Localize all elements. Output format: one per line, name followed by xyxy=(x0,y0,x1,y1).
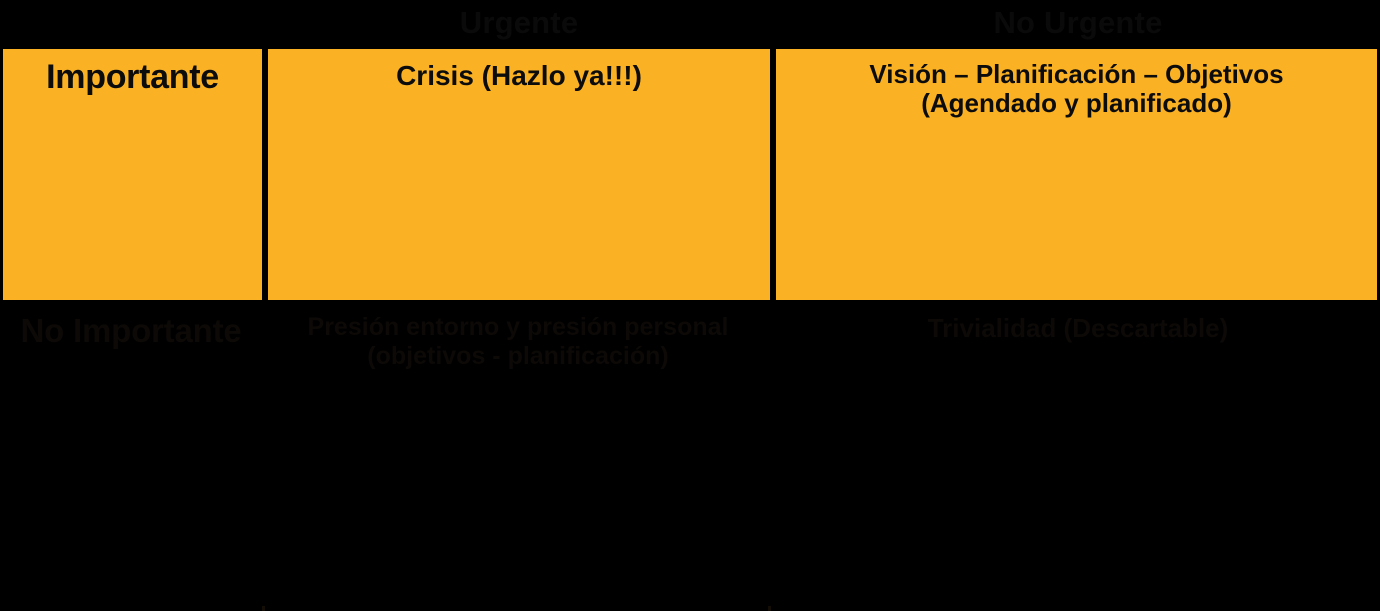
quadrant-urgente-importante-line1: Crisis (Hazlo ya!!!) xyxy=(396,60,642,91)
quadrant-no-urgente-importante-line2: (Agendado y planificado) xyxy=(921,88,1232,119)
quadrant-no-urgente-no-importante: Trivialidad (Descartable) xyxy=(776,303,1380,611)
quadrant-urgente-no-importante-line2: (objetivos - planificación) xyxy=(367,342,669,370)
quadrant-no-urgente-importante-text: Visión – Planificación – Objetivos (Agen… xyxy=(776,59,1377,119)
row-header-no-importante-label: No Importante xyxy=(20,312,242,349)
quadrant-no-urgente-importante: Visión – Planificación – Objetivos (Agen… xyxy=(776,49,1377,300)
column-divider-right xyxy=(770,92,776,349)
column-divider-left xyxy=(262,92,268,349)
quadrant-urgente-importante: Crisis (Hazlo ya!!!) xyxy=(268,49,770,300)
quadrant-urgente-no-importante-text: Presión entorno y presión personal (obje… xyxy=(268,313,768,371)
important-row-band: Importante Crisis (Hazlo ya!!!) Visión –… xyxy=(0,46,1380,349)
column-header-urgente: Urgente xyxy=(459,5,579,40)
quadrant-no-urgente-no-importante-line1: Trivialidad (Descartable) xyxy=(927,313,1229,343)
column-divider-right-lower xyxy=(768,606,771,611)
not-important-row-band: No Importante Presión entorno y presión … xyxy=(0,303,1380,611)
column-header-no-urgente: No Urgente xyxy=(993,5,1163,40)
row-header-importante: Importante xyxy=(3,49,262,300)
row-header-no-importante: No Importante xyxy=(0,303,262,611)
quadrant-no-urgente-importante-line1: Visión – Planificación – Objetivos xyxy=(869,59,1284,89)
row-header-importante-label: Importante xyxy=(46,58,219,96)
header-divider-rule xyxy=(0,42,1380,46)
quadrant-urgente-no-importante: Presión entorno y presión personal (obje… xyxy=(268,303,768,611)
column-divider-left-lower xyxy=(262,606,265,611)
quadrant-urgente-no-importante-line1: Presión entorno y presión personal xyxy=(307,313,729,341)
